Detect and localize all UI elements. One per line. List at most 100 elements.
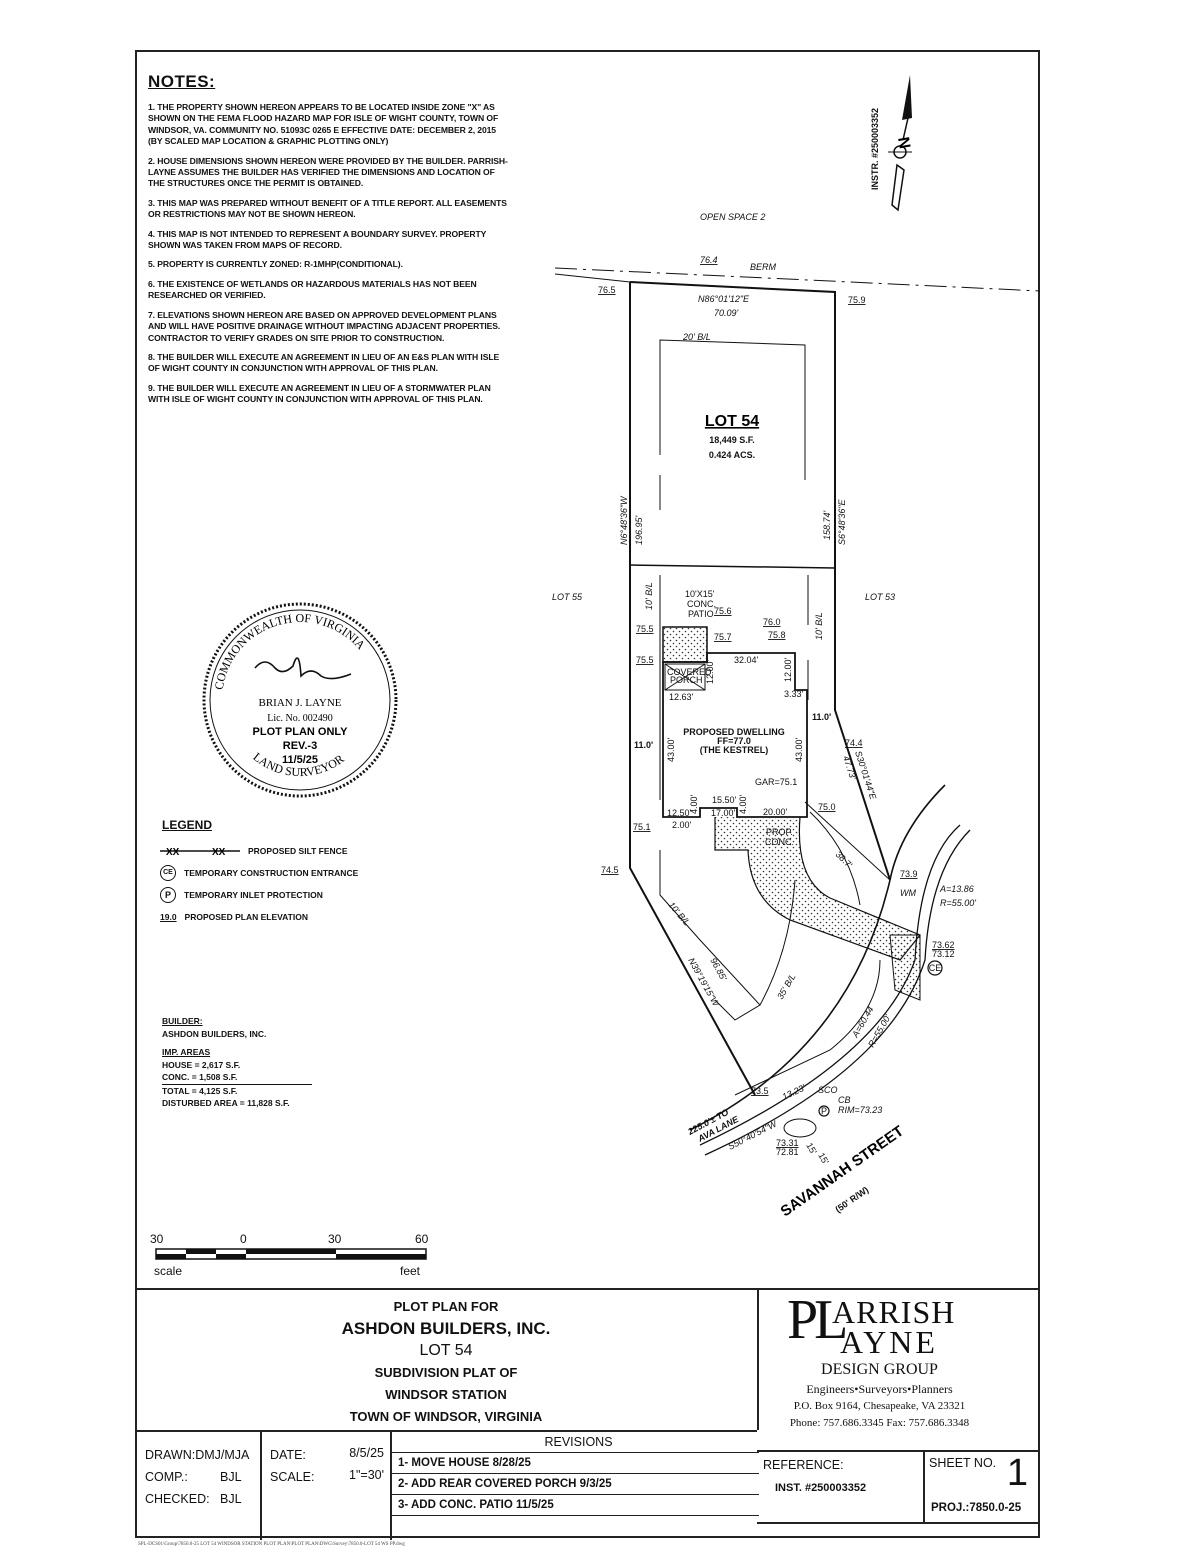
seal-date: 11/5/25 (282, 754, 318, 766)
west-line-bearing: N6°48'36"W (619, 495, 629, 545)
elevation-label: 75.5 (636, 624, 654, 634)
legend-label: TEMPORARY INLET PROTECTION (184, 890, 323, 900)
total-area: TOTAL = 4,125 S.F. (162, 1085, 238, 1096)
sheet-number: 1 (1006, 1452, 1028, 1494)
drawing-sheet-border (135, 50, 1040, 1538)
dimension: 43.00' (794, 737, 804, 762)
date-value: 8/5/25 (349, 1446, 384, 1460)
house-model: (THE KESTREL) (700, 745, 769, 755)
note-2: 2. HOUSE DIMENSIONS SHOWN HEREON WERE PR… (148, 155, 508, 189)
note-9: 9. THE BUILDER WILL EXECUTE AN AGREEMENT… (148, 382, 491, 405)
title-line: SUBDIVISION PLAT OF (374, 1365, 518, 1380)
rear-building-line: 20' B/L (682, 332, 711, 342)
legend-item-construction-entrance: CE TEMPORARY CONSTRUCTION ENTRANCE (160, 862, 358, 884)
scale-label: SCALE: (270, 1470, 315, 1484)
revision-row: 1- MOVE HOUSE 8/28/25 (392, 1453, 759, 1474)
file-path: SPL-DCS01\Group\7850.0-25 LOT 54 WINDSOR… (138, 1542, 405, 1547)
dimension: 4.00' (738, 794, 748, 814)
inlet-protection-icon: P (160, 887, 176, 903)
right-of-way-width: (50' R/W) (833, 1185, 870, 1215)
north-line-bearing: N86°01'12"E (698, 294, 750, 304)
prop-conc-label: CONC. (765, 837, 794, 847)
side-building-line: 10' B/L (644, 582, 654, 610)
company-phone: Phone: 757.686.3345 Fax: 757.686.3348 (789, 1417, 970, 1429)
dimension: 12.00' (783, 657, 793, 682)
town-name: TOWN OF WINDSOR, VIRGINIA (349, 1409, 543, 1424)
front-setback-line: 35' B/L (775, 972, 798, 1001)
lot-plan (554, 267, 1041, 1156)
legend-item-inlet-protection: P TEMPORARY INLET PROTECTION (160, 884, 358, 906)
catch-basin-label: CB (838, 1095, 851, 1105)
elevation-label: 76.5 (598, 285, 616, 295)
company-name-2: AYNE (840, 1324, 938, 1360)
elevation-label: 75.8 (768, 630, 786, 640)
drawn-by: DRAWN:DMJ/MJA (145, 1448, 250, 1462)
builder-name: ASHDON BUILDERS, INC. (162, 1028, 267, 1039)
scale-label: scale (154, 1264, 183, 1278)
dimension: 17.00' (711, 808, 736, 818)
catch-basin-rim: RIM=73.23 (838, 1105, 882, 1115)
imp-areas-heading: IMP. AREAS (162, 1047, 211, 1057)
construction-entrance-icon: CE (160, 865, 176, 881)
patio-label: CONC. (687, 599, 716, 609)
dimension: 12.00' (705, 659, 715, 684)
adjacent-lot-55: LOT 55 (552, 592, 583, 602)
revision-row: 2- ADD REAR COVERED PORCH 9/3/25 (392, 1474, 759, 1495)
sewer-cleanout-label: SCO (818, 1085, 838, 1095)
east-line-distance: 158.74' (822, 510, 832, 540)
dimension: 20.00' (763, 807, 788, 817)
elevation-label: 75.5 (636, 655, 654, 665)
scale-bar-graphic (155, 1248, 427, 1260)
elevation-label: 75.1 (633, 822, 651, 832)
curve-radius: R=55.00' (940, 898, 976, 908)
legend-label: PROPOSED PLAN ELEVATION (184, 912, 308, 922)
date-label: DATE: (270, 1448, 306, 1462)
porch-label: COVERED (667, 667, 712, 677)
svg-text:XX: XX (212, 847, 226, 856)
revisions-table: REVISIONS 1- MOVE HOUSE 8/28/25 2- ADD R… (392, 1432, 759, 1540)
checked-value: BJL (220, 1492, 242, 1506)
elevation-symbol: 19.0 (160, 912, 177, 922)
scale-value: 1"=30' (349, 1468, 384, 1482)
curve-arc-length: A=13.86 (939, 884, 974, 894)
scale-tick: 30 (150, 1232, 164, 1246)
title-line: PLOT PLAN FOR (393, 1299, 499, 1314)
berm-label: BERM (750, 262, 777, 272)
finished-floor: FF=77.0 (717, 736, 751, 746)
dimension: 4.00' (689, 794, 699, 814)
elevation-label: 73.5 (751, 1086, 769, 1096)
company-monogram: PL (787, 1289, 848, 1351)
signature (254, 657, 352, 680)
dimension: 15' (816, 1151, 831, 1166)
note-8: 8. THE BUILDER WILL EXECUTE AN AGREEMENT… (148, 351, 500, 374)
sheet-box: SHEET NO. 1 PROJ.:7850.0-25 (925, 1450, 1040, 1524)
elevation-label: 73.12 (932, 949, 955, 959)
company-subtitle: DESIGN GROUP (821, 1361, 938, 1378)
seal-ring-top: COMMONWEALTH OF VIRGINIA (212, 611, 369, 691)
elevation-label: 74.4 (845, 738, 863, 748)
subdivision-name: WINDSOR STATION (385, 1387, 507, 1402)
patio-label: PATIO (688, 609, 714, 619)
site-plan-drawing: N INSTR. #250003352 COMMONWEALTH OF VIRG… (202, 75, 1041, 1220)
west-line-distance: 196.95' (634, 515, 644, 545)
revisions-title: REVISIONS (392, 1432, 759, 1453)
disturbed-area: DISTURBED AREA = 11,828 S.F. (162, 1098, 290, 1108)
dimension: 15' (804, 1141, 819, 1156)
comp-value: BJL (220, 1470, 242, 1484)
legend-title: LEGEND (162, 818, 213, 832)
conc-area: CONC. = 1,508 S.F. (162, 1071, 312, 1085)
elevation-label: 75.9 (848, 295, 866, 305)
checked-label: CHECKED: (145, 1492, 210, 1506)
garage-elevation: GAR=75.1 (755, 777, 797, 787)
side-building-line: 10' B/L (814, 612, 824, 640)
north-arrow-icon: N INSTR. #250003352 (870, 75, 913, 212)
dimension: 2.00' (672, 820, 692, 830)
dimension: 12.50' (667, 808, 692, 818)
company-name-1: ARRISH (832, 1294, 956, 1330)
feet-label: feet (400, 1264, 421, 1278)
water-meter-label: WM (900, 888, 916, 898)
elevation-label: 73.62 (932, 940, 955, 950)
note-6: 6. THE EXISTENCE OF WETLANDS OR HAZARDOU… (148, 278, 477, 301)
scale-tick: 30 (328, 1232, 342, 1246)
